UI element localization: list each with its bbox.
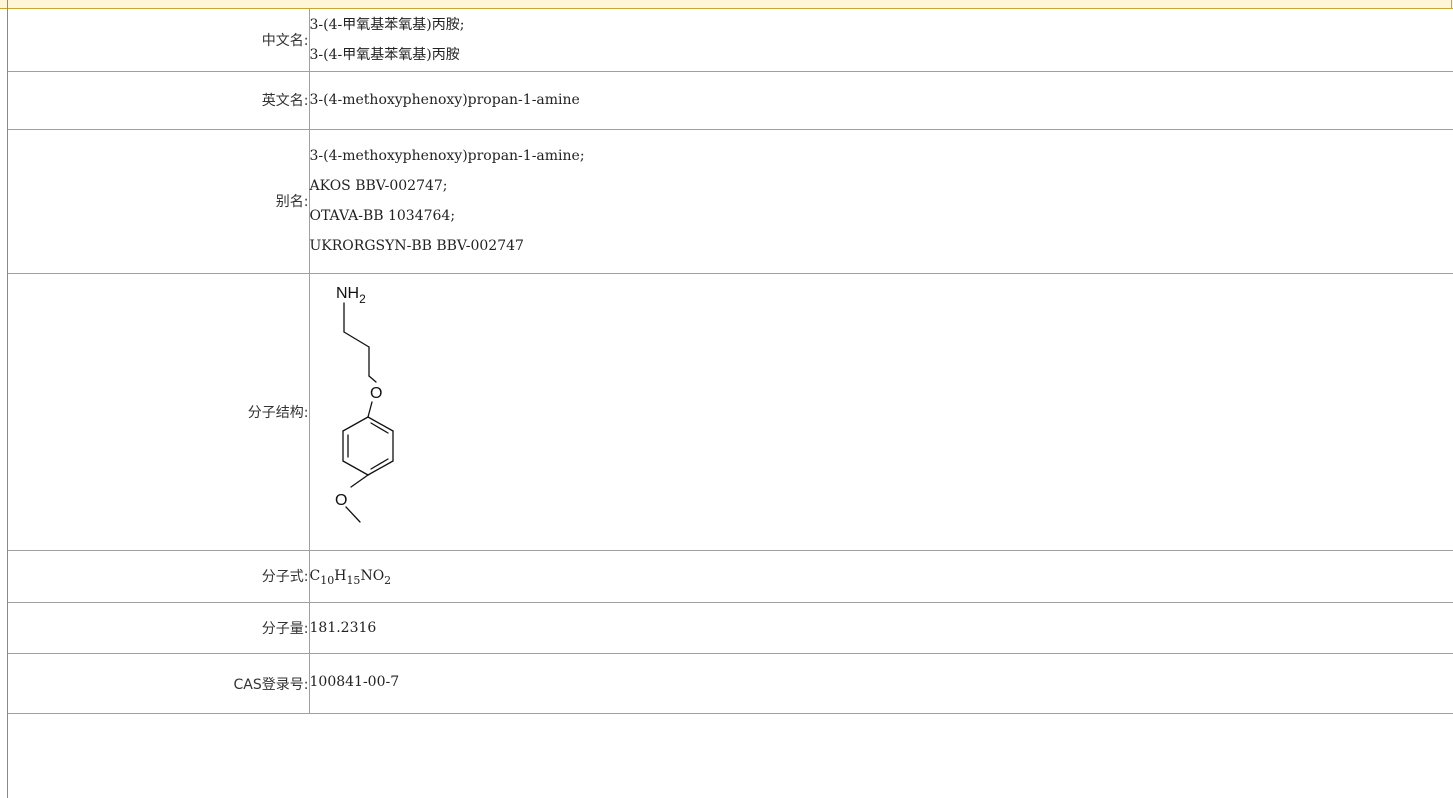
formula-h: H (334, 568, 347, 584)
alias-item: UKRORGSYN-BB BBV-002747 (309, 238, 524, 254)
formula-c: C (309, 568, 321, 584)
section-header-bar (0, 0, 1453, 9)
formula-h-count: 15 (346, 574, 361, 587)
row-cas: CAS登录号: 100841-00-7 (8, 653, 1453, 714)
cas-label: CAS登录号: (8, 653, 310, 714)
formula-label: 分子式: (8, 550, 310, 603)
frame-right-border (1451, 0, 1452, 9)
aliases-value: 3-(4-methoxyphenoxy)propan-1-amine; AKOS… (309, 129, 1453, 274)
row-chinese-name: 中文名: 3-(4-甲氧基苯氧基)丙胺; 3-(4-甲氧基苯氧基)丙胺 (8, 9, 1453, 72)
atom-label-oxygen: O (335, 492, 347, 509)
row-structure: 分子结构: (8, 273, 1453, 551)
english-name-label: 英文名: (8, 71, 310, 130)
english-name-value: 3-(4-methoxyphenoxy)propan-1-amine (309, 71, 1453, 130)
row-english-name: 英文名: 3-(4-methoxyphenoxy)propan-1-amine (8, 71, 1453, 130)
cas-value: 100841-00-7 (309, 653, 1453, 714)
chinese-name-value: 3-(4-甲氧基苯氧基)丙胺; 3-(4-甲氧基苯氧基)丙胺 (309, 9, 1453, 72)
molecular-weight-label: 分子量: (8, 602, 310, 654)
formula-no: NO (360, 568, 385, 584)
compound-properties-table: 中文名: 3-(4-甲氧基苯氧基)丙胺; 3-(4-甲氧基苯氧基)丙胺 英文名:… (8, 9, 1453, 714)
molecular-weight-value: 181.2316 (309, 602, 1453, 654)
row-aliases: 别名: 3-(4-methoxyphenoxy)propan-1-amine; … (8, 129, 1453, 274)
formula-c-count: 10 (320, 574, 335, 587)
chinese-name-line: 3-(4-甲氧基苯氧基)丙胺 (309, 46, 460, 63)
molecular-structure-image: NH2 O O (335, 285, 394, 523)
frame-left-border (7, 0, 8, 798)
english-name-text: 3-(4-methoxyphenoxy)propan-1-amine (309, 92, 580, 108)
formula-value: C10H15NO2 (309, 550, 1453, 603)
structure-value: NH2 O O (309, 273, 1453, 551)
atom-label-amine: NH2 (336, 285, 366, 306)
structure-label: 分子结构: (8, 273, 310, 551)
chinese-name-label: 中文名: (8, 9, 310, 72)
atom-label-oxygen: O (370, 385, 382, 402)
aliases-label: 别名: (8, 129, 310, 274)
alias-item: 3-(4-methoxyphenoxy)propan-1-amine; (309, 148, 585, 164)
row-formula: 分子式: C10H15NO2 (8, 550, 1453, 603)
alias-item: OTAVA-BB 1034764; (309, 208, 456, 224)
alias-item: AKOS BBV-002747; (309, 178, 448, 194)
formula-o-count: 2 (384, 574, 392, 587)
row-molecular-weight: 分子量: 181.2316 (8, 602, 1453, 654)
chinese-name-line: 3-(4-甲氧基苯氧基)丙胺; (309, 16, 465, 33)
